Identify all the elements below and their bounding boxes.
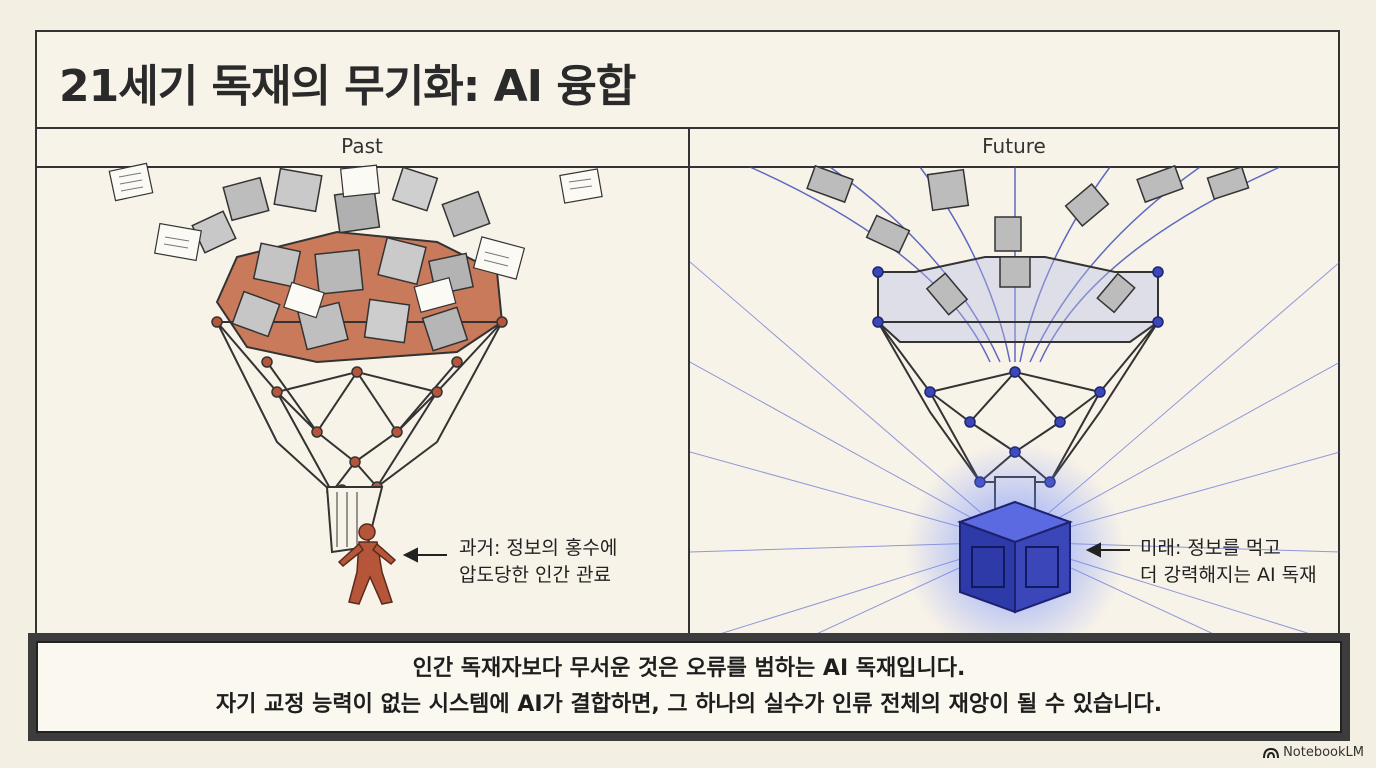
past-note-line2: 압도당한 인간 관료: [459, 564, 611, 586]
future-funnel-illustration: [690, 164, 1340, 637]
summary-line2: 자기 교정 능력이 없는 시스템에 AI가 결합하면, 그 하나의 실수가 인류…: [215, 692, 1163, 717]
bureaucrat-figure: [337, 523, 397, 605]
ai-processor-cube: [957, 500, 1073, 614]
label-divider: [37, 166, 1338, 168]
future-note-line1: 미래: 정보를 먹고: [1140, 537, 1281, 559]
future-note-line2: 더 강력해지는 AI 독재: [1140, 564, 1317, 586]
summary-line1: 인간 독재자보다 무서운 것은 오류를 범하는 AI 독재입니다.: [412, 656, 966, 681]
arrow-left-icon: [1085, 542, 1130, 558]
brand-watermark: NotebookLM: [1263, 745, 1364, 760]
slide-title: 21세기 독재의 무기화: AI 융합: [59, 61, 636, 112]
summary-box: 인간 독재자보다 무서운 것은 오류를 범하는 AI 독재입니다. 자기 교정 …: [28, 633, 1350, 741]
future-note: 미래: 정보를 먹고 더 강력해지는 AI 독재: [1140, 535, 1317, 589]
past-note-line1: 과거: 정보의 홍수에: [459, 537, 618, 559]
brand-label: NotebookLM: [1283, 745, 1364, 760]
panel-label-future: Future: [982, 134, 1046, 158]
panel-label-past: Past: [341, 134, 383, 158]
slide-frame: 21세기 독재의 무기화: AI 융합 Past Future: [35, 30, 1340, 637]
past-note: 과거: 정보의 홍수에 압도당한 인간 관료: [459, 535, 617, 589]
title-divider: [37, 127, 1338, 129]
panel-divider: [688, 127, 690, 633]
notebooklm-logo-icon: [1263, 747, 1280, 758]
arrow-left-icon: [402, 547, 447, 563]
summary-text: 인간 독재자보다 무서운 것은 오류를 범하는 AI 독재입니다. 자기 교정 …: [36, 641, 1342, 733]
past-funnel-illustration: [108, 162, 603, 605]
